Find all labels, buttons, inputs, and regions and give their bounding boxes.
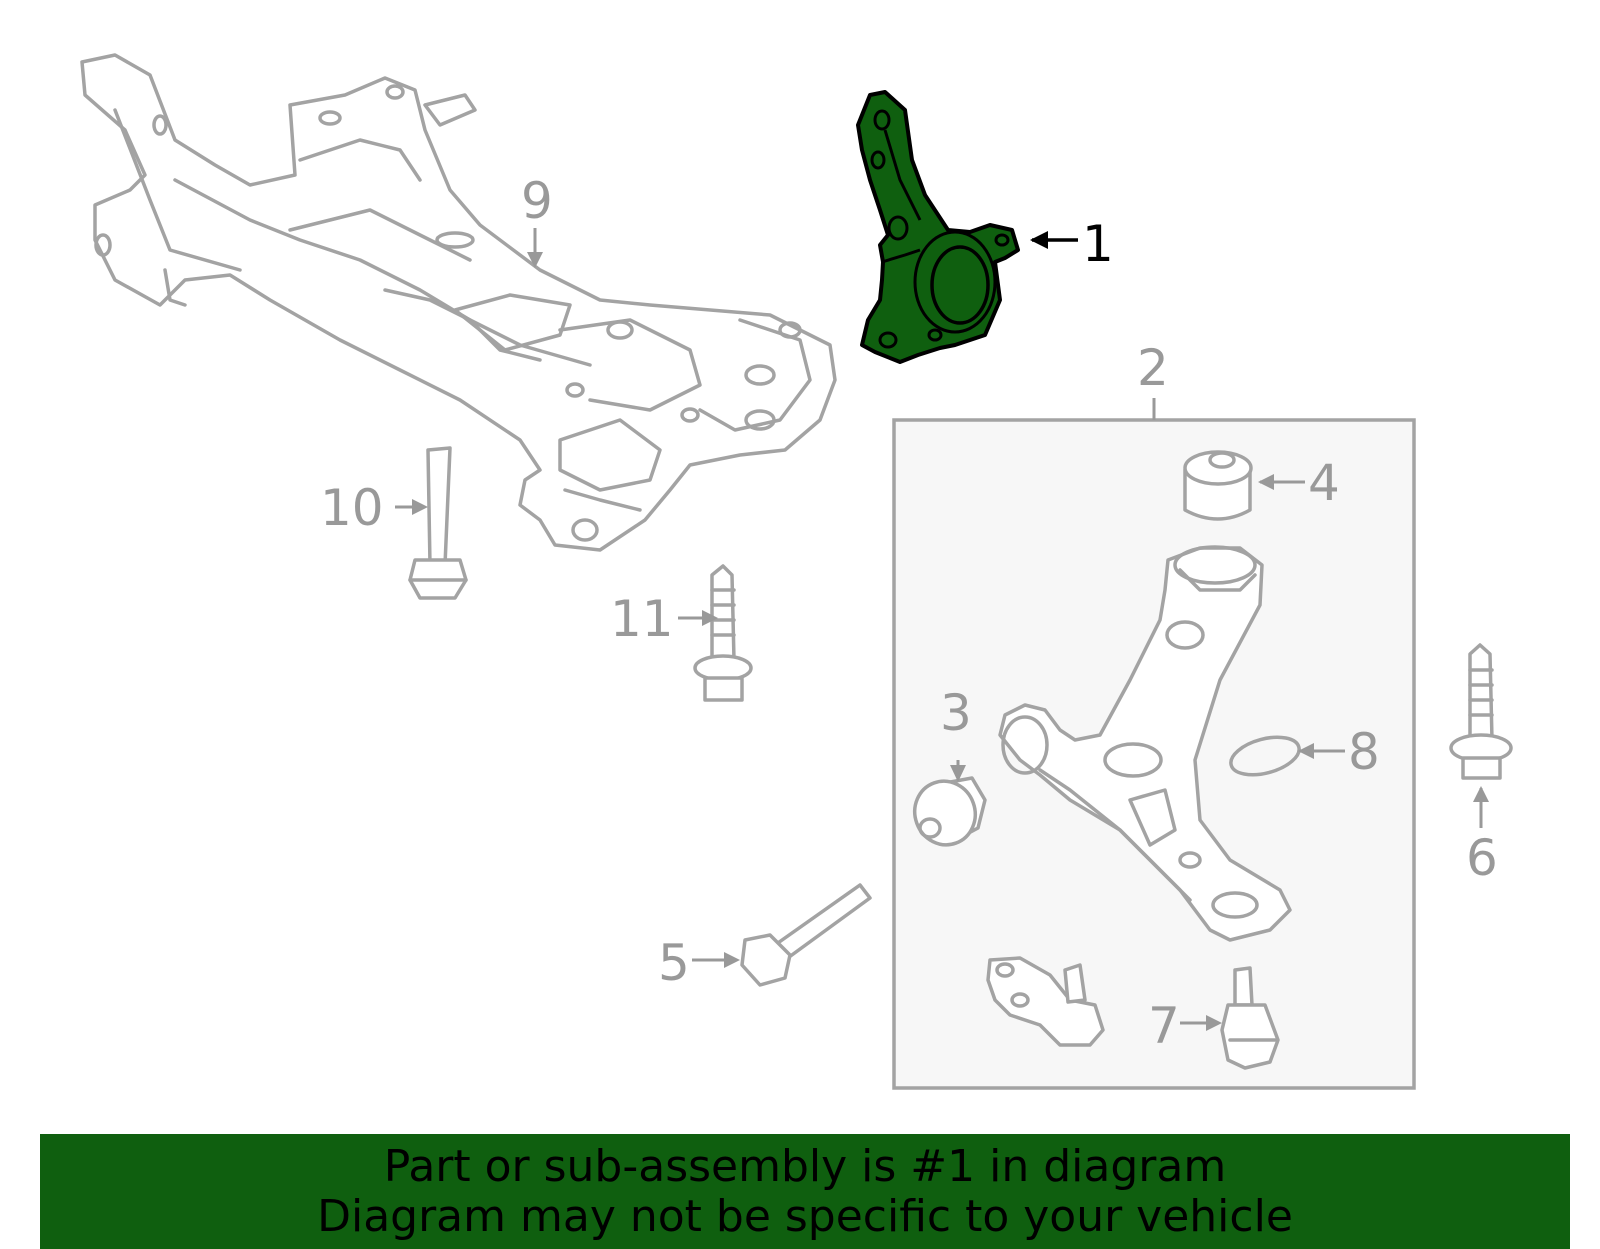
callout-10: 10	[320, 479, 384, 537]
callout-9: 9	[521, 172, 553, 230]
callout-6: 6	[1466, 829, 1498, 887]
part-11-bolt[interactable]	[693, 564, 753, 702]
part-5-bolt[interactable]	[740, 883, 872, 987]
part-6-bolt[interactable]	[1449, 643, 1513, 780]
info-banner: Part or sub-assembly is #1 in diagram Di…	[40, 1134, 1570, 1249]
part-10-bolt[interactable]	[408, 446, 468, 600]
callout-8: 8	[1348, 723, 1380, 781]
callout-2: 2	[1137, 339, 1169, 397]
lower-control-arm[interactable]	[998, 545, 1292, 942]
part-8-ring[interactable]	[1227, 731, 1303, 782]
banner-line-1: Part or sub-assembly is #1 in diagram	[383, 1140, 1227, 1192]
part-3-bushing[interactable]	[906, 773, 987, 854]
ball-joint-bracket[interactable]	[986, 956, 1105, 1047]
callout-7: 7	[1148, 997, 1180, 1055]
part-4-bushing[interactable]	[1183, 450, 1253, 521]
part-7-ball-joint[interactable]	[1220, 966, 1280, 1070]
callout-3: 3	[940, 684, 972, 742]
part-1-steering-knuckle[interactable]	[856, 90, 1020, 364]
leader-lines	[395, 228, 1489, 1031]
part-9-subframe[interactable]	[80, 53, 837, 552]
callout-1: 1	[1082, 215, 1114, 273]
callout-11: 11	[610, 590, 674, 648]
callout-5: 5	[658, 934, 690, 992]
callout-4: 4	[1308, 454, 1340, 512]
banner-line-2: Diagram may not be specific to your vehi…	[317, 1190, 1293, 1242]
